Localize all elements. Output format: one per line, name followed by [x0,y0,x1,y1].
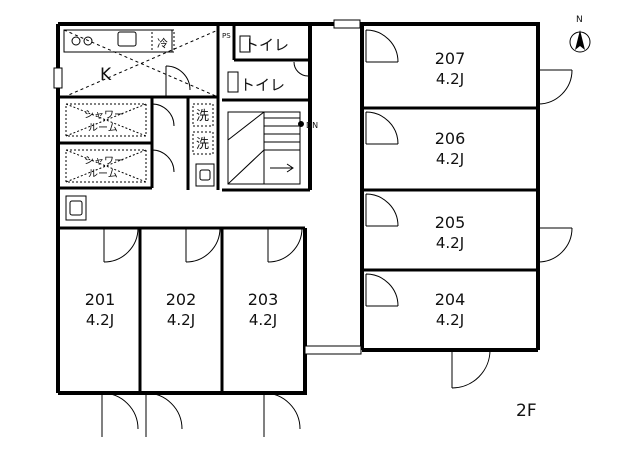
ps-label: PS [222,32,231,40]
outer-walls [56,22,540,395]
room-203-number: 203 [248,290,279,309]
interior-walls [58,24,538,393]
toilet-fixtures [227,35,309,93]
room-201-number: 201 [85,290,116,309]
toilet-label-1: トイレ [244,36,289,54]
room-207-number: 207 [435,49,466,68]
shower-1-line2: ルーム [88,122,118,134]
room-205-size: 4.2J [436,234,464,252]
laundry-label-2: 洗 [196,137,209,152]
shower-1-line1: シャワー [84,110,124,121]
window-marks [53,19,362,355]
room-204-size: 4.2J [436,311,464,329]
room-201-size: 4.2J [86,311,114,329]
kitchen-fixtures [63,29,219,98]
north-label: N [576,15,583,25]
room-204-number: 204 [435,290,466,309]
laundry-fixtures [65,103,215,221]
room-203-size: 4.2J [249,311,277,329]
floor-label: 2F [516,401,537,421]
room-202-size: 4.2J [167,311,195,329]
north-arrow-icon [569,30,591,53]
staircase [227,111,304,185]
toilet-label-2: トイレ [240,76,285,94]
room-202-number: 202 [166,290,197,309]
room-206-size: 4.2J [436,150,464,168]
door-swings [101,29,573,437]
shower-2-line1: シャワー [84,156,124,167]
shower-fixtures [65,103,175,183]
refrigerator-label: 冷 [157,37,168,50]
room-labels: 207 4.2J 206 4.2J 205 4.2J 204 4.2J 201 … [85,49,466,329]
stair-dn-label: DN [306,121,318,130]
shower-2-line2: ルーム [88,168,118,180]
laundry-label-1: 洗 [196,109,209,124]
kitchen-label: K [100,65,112,85]
room-206-number: 206 [435,129,466,148]
room-205-number: 205 [435,213,466,232]
room-207-size: 4.2J [436,70,464,88]
